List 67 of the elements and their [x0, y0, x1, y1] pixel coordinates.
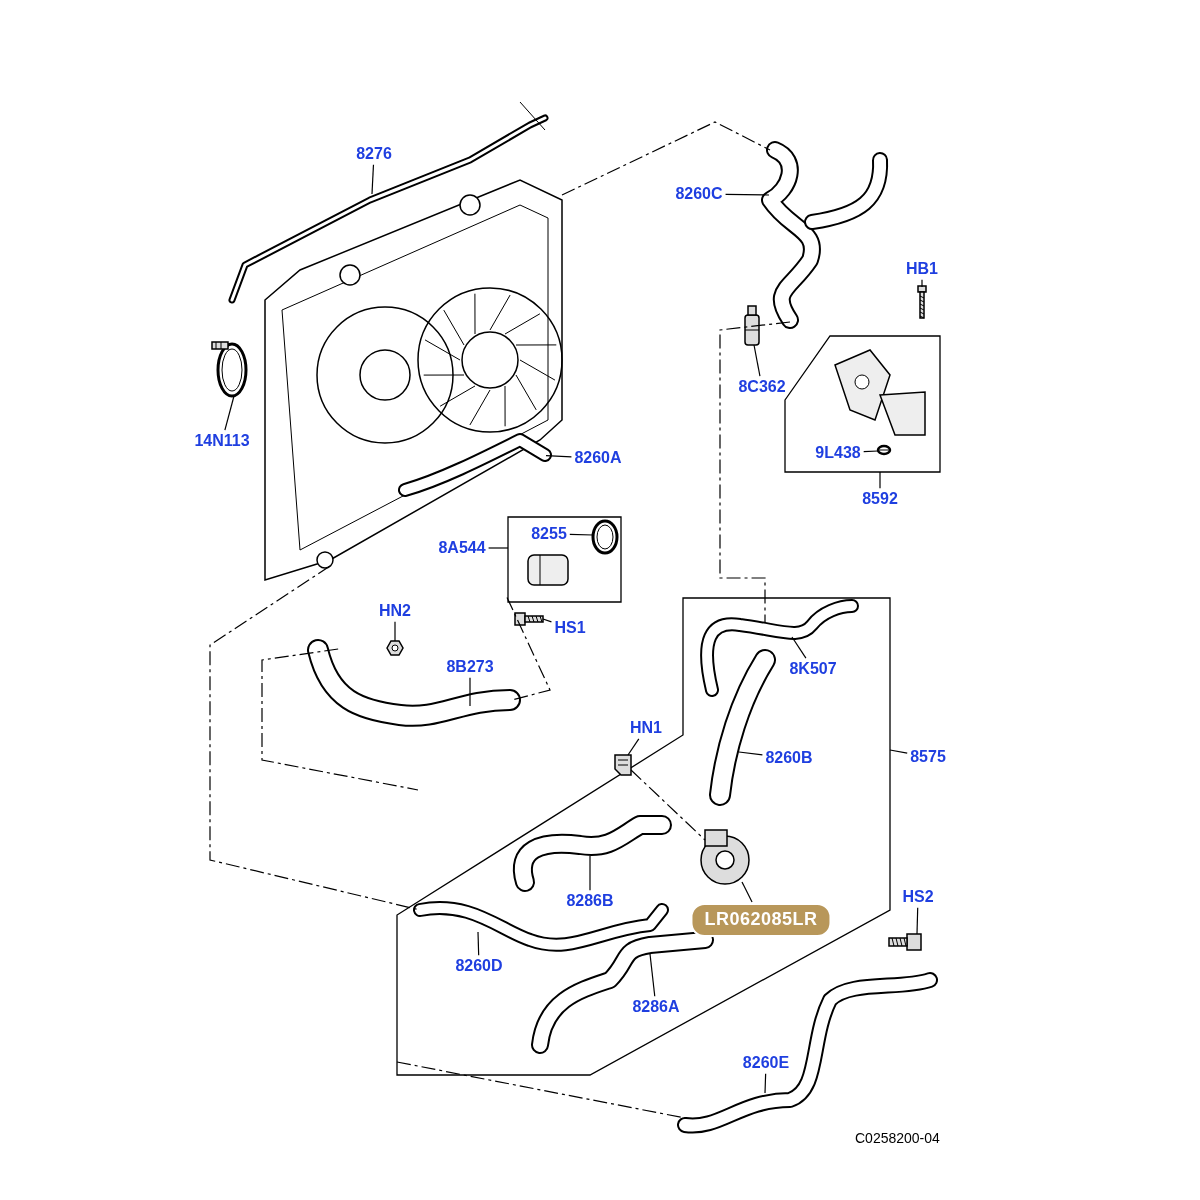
callout-number: 8575 [908, 747, 948, 767]
leader-line [738, 751, 763, 756]
callout-number: 8B273 [444, 657, 496, 677]
callout-number: 8260A [572, 448, 624, 468]
callout-number: 8260C [673, 184, 725, 204]
leader-line [921, 279, 923, 288]
callout-number: 8C362 [736, 377, 788, 397]
leader-line [394, 621, 396, 642]
leader-line [469, 677, 471, 707]
clamp-drawing [211, 341, 248, 398]
hose-drawing [531, 931, 714, 1054]
phantom-line [506, 596, 551, 701]
sensor-drawing [744, 305, 760, 346]
leader-line [791, 636, 807, 659]
phantom-line [561, 121, 771, 196]
leader-line [649, 953, 656, 997]
callout-number: HS2 [900, 887, 936, 907]
leader-line [753, 344, 761, 377]
leader-line [627, 738, 640, 756]
hose-drawing [307, 639, 521, 727]
callout-number: 14N113 [192, 431, 252, 451]
leader-line [764, 1073, 767, 1094]
clip-drawing [614, 754, 632, 776]
callout-number: HN2 [377, 601, 413, 621]
callout-number: 8260B [763, 748, 815, 768]
bolt-drawing [888, 933, 922, 951]
callout-number: HN1 [628, 718, 664, 738]
hose-drawing [512, 815, 672, 892]
leader-line [741, 881, 753, 903]
leader-line [916, 907, 919, 935]
callout-number: 8286A [630, 997, 682, 1017]
drawing-number: C0258200-04 [855, 1130, 940, 1146]
leader-line [589, 855, 591, 891]
hose-drawing [761, 141, 888, 329]
frame-outline [784, 335, 941, 473]
callout-number: HB1 [904, 259, 940, 279]
leader-line [725, 193, 770, 196]
leader-line [542, 618, 553, 623]
leader-line [879, 471, 881, 489]
leader-line [224, 395, 235, 431]
phantom-line [261, 648, 419, 791]
callout-number: 9L438 [813, 443, 863, 463]
pipe-drawing [228, 101, 549, 304]
callout-number: 8255 [529, 524, 569, 544]
callout-number: 8592 [860, 489, 900, 509]
callout-number: 8K507 [787, 659, 839, 679]
leader-line [569, 533, 594, 536]
leader-line [477, 931, 480, 956]
hose-drawing [700, 599, 859, 697]
pump-drawing [700, 829, 750, 885]
bolt-drawing [917, 285, 927, 319]
leader-line [889, 749, 908, 754]
callout-number: 8A544 [436, 538, 488, 558]
callout-number: HS1 [552, 618, 588, 638]
hose-drawing [677, 972, 938, 1134]
leader-line [487, 547, 509, 549]
leader-line [371, 164, 375, 195]
callout-number: 8276 [354, 144, 394, 164]
callout-number: 8260E [740, 1053, 792, 1073]
callout-number: 8286B [564, 891, 616, 911]
leader-line [545, 455, 572, 458]
phantom-line [630, 769, 706, 841]
leader-line [863, 450, 879, 453]
phantom-line [396, 1061, 686, 1119]
frame-outline [507, 516, 622, 603]
bolt-drawing [514, 612, 544, 626]
callout-number: 8260D [453, 956, 505, 976]
